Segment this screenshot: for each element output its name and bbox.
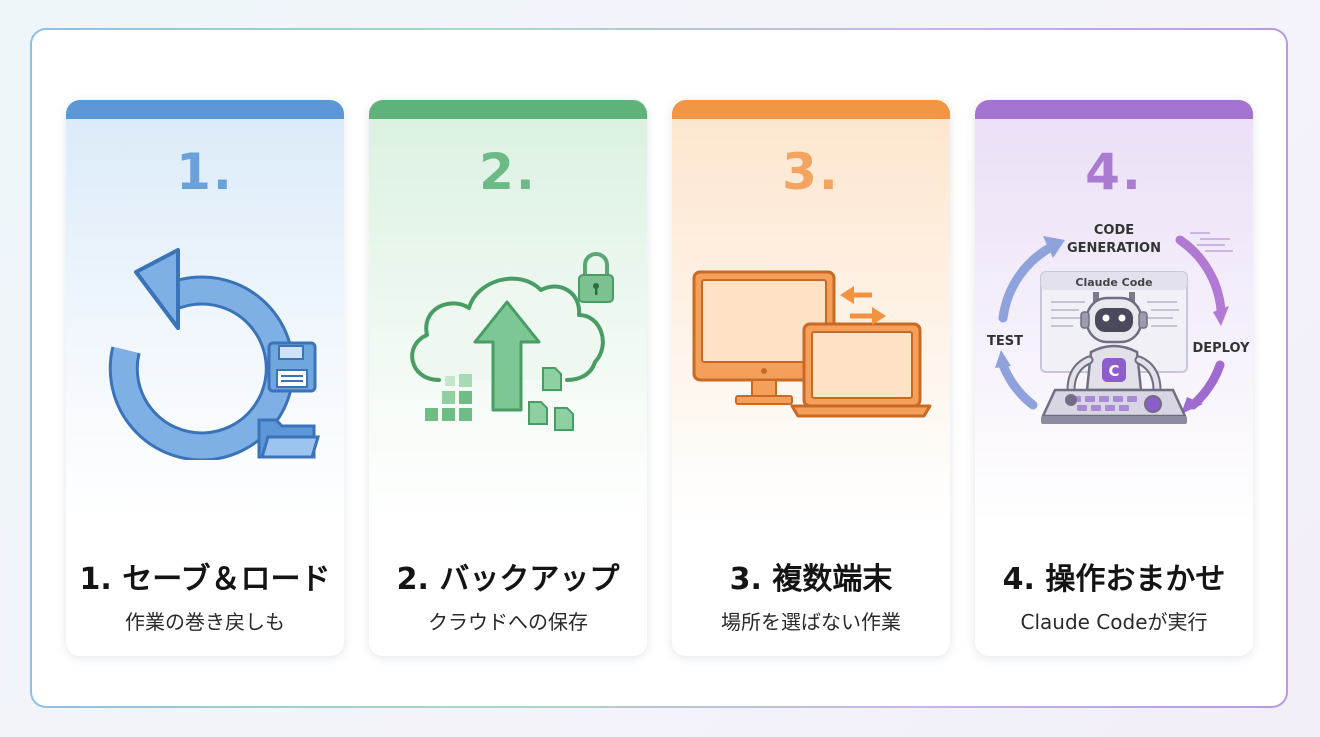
card-title: 3. 複数端末 [729, 562, 893, 597]
card-accent-bar [369, 100, 647, 119]
cycle-label-left: TEST [987, 334, 1023, 349]
card-title: 1. セーブ＆ロード [79, 562, 331, 597]
control-deck-icon [1041, 388, 1187, 424]
card-number: 4. [1085, 143, 1143, 201]
card-accent-bar [672, 100, 950, 119]
claude-badge: C [1108, 362, 1119, 380]
lock-icon [578, 252, 614, 303]
card-save-load: 1. 1. セーブ＆ロード 作業の巻き戻しも [66, 100, 344, 656]
cycle-label-top2: GENERATION [1067, 241, 1161, 256]
undo-save-icon [108, 248, 321, 460]
card-title: 4. 操作おまかせ [1002, 562, 1226, 597]
folder-icon [257, 418, 321, 459]
multi-device-icon [692, 270, 932, 418]
window-title: Claude Code [1075, 276, 1152, 289]
cycle-label-top: CODE [1094, 223, 1134, 238]
robot-cycle-icon: CODE GENERATION TEST DEPLOY Claude Code [987, 223, 1250, 424]
desktop-monitor-icon [692, 270, 836, 405]
sync-arrows-icon [840, 286, 886, 325]
cycle-label-right: DEPLOY [1192, 341, 1250, 356]
card-subtitle: 作業の巻き戻しも [125, 610, 285, 634]
card-number: 2. [479, 143, 537, 201]
card-subtitle: Claude Codeが実行 [1020, 610, 1208, 634]
card-automation: 4. CODE GENERATION TEST DEPLOY Claude Co… [975, 100, 1253, 656]
card-subtitle: 場所を選ばない作業 [721, 610, 901, 634]
card-accent-bar [975, 100, 1253, 119]
card-title: 2. バックアップ [396, 562, 620, 597]
floppy-disk-icon [267, 341, 317, 393]
cloud-upload-icon [410, 252, 614, 431]
card-multi-device: 3. 3. 複数端末 場所を選ばない作業 [672, 100, 950, 656]
card-subtitle: クラウドへの保存 [428, 610, 588, 634]
robot-icon: C [1066, 292, 1162, 395]
card-number: 1. [176, 143, 234, 201]
card-accent-bar [66, 100, 344, 119]
card-backup: 2. 2. バックアップ クラウドへの保存 [369, 100, 647, 656]
file-icon [528, 367, 574, 431]
card-number: 3. [782, 143, 840, 201]
laptop-icon [790, 322, 932, 418]
